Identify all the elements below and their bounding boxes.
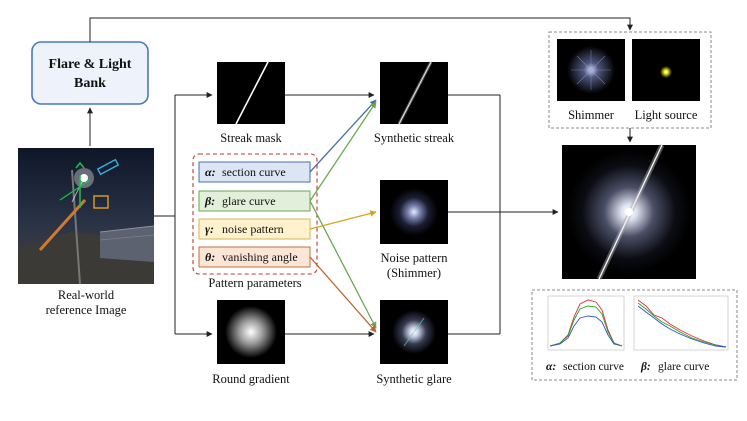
- synthetic-streak-label: Synthetic streak: [374, 131, 455, 145]
- alpha-curve-symbol: α:: [546, 361, 556, 373]
- merge-connectors: [448, 94, 559, 335]
- synthetic-streak-image: [380, 61, 448, 125]
- pattern-parameters-caption: Pattern parameters: [208, 276, 301, 290]
- synthetic-glare-image: [380, 300, 448, 364]
- section-curve-plot: [547, 295, 625, 351]
- flare-light-bank-box: Flare & Light Bank: [31, 41, 149, 105]
- bank-title-line1: Flare & Light: [49, 57, 132, 72]
- alpha-curve-label: section curve: [563, 361, 624, 373]
- round-gradient-label: Round gradient: [212, 372, 290, 386]
- bank-title-line2: Bank: [74, 76, 106, 91]
- param-alpha-symbol: α:: [205, 165, 216, 179]
- noise-pattern-label-line2: (Shimmer): [387, 266, 441, 280]
- reference-image: [18, 148, 155, 285]
- synthetic-glare-label: Synthetic glare: [376, 372, 452, 386]
- param-theta: θ: vanishing angle: [198, 246, 311, 268]
- beta-curve-symbol: β:: [640, 361, 651, 373]
- output-flare-image: [562, 143, 696, 281]
- beta-curve-label: glare curve: [658, 361, 709, 373]
- round-gradient-image: [217, 300, 285, 364]
- light-source-image: [632, 39, 700, 101]
- noise-pattern-label-line1: Noise pattern: [381, 251, 449, 265]
- light-panel-box: [548, 31, 712, 129]
- param-alpha-label: section curve: [222, 165, 286, 179]
- parameter-arrows: [309, 99, 377, 333]
- param-beta: β: glare curve: [198, 190, 311, 212]
- param-beta-label: glare curve: [222, 194, 276, 208]
- noise-pattern-image: [380, 180, 448, 244]
- param-alpha: α: section curve: [198, 161, 311, 183]
- bank-to-light-arrow: [89, 17, 633, 42]
- param-theta-symbol: θ:: [205, 250, 215, 264]
- param-gamma: γ: noise pattern: [198, 218, 311, 240]
- glare-curve-plot: [633, 295, 729, 351]
- param-theta-label: vanishing angle: [222, 250, 298, 264]
- shimmer-label: Shimmer: [568, 108, 615, 122]
- reference-caption-line2: reference Image: [46, 303, 127, 317]
- light-source-label: Light source: [635, 108, 698, 122]
- param-gamma-symbol: γ:: [205, 222, 214, 236]
- param-beta-symbol: β:: [204, 194, 215, 208]
- curves-panel-box: [531, 289, 738, 381]
- shimmer-image: [557, 39, 625, 101]
- streak-mask-label: Streak mask: [220, 131, 282, 145]
- param-gamma-label: noise pattern: [222, 222, 284, 236]
- streak-mask-image: [217, 61, 285, 125]
- reference-caption-line1: Real-world: [58, 288, 115, 302]
